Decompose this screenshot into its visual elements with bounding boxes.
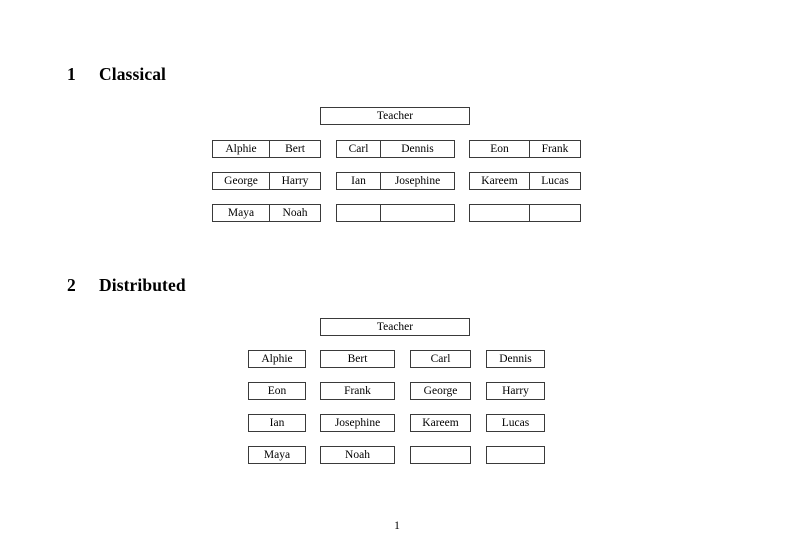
section-heading-distributed: 2 Distributed (67, 275, 186, 296)
name-box: Alphie (248, 350, 306, 368)
name-box: George (410, 382, 471, 400)
name-box: Harry (486, 382, 545, 400)
name-cell: George (212, 172, 269, 190)
name-box: Noah (320, 446, 395, 464)
name-cell: Harry (269, 172, 321, 190)
name-box: Frank (320, 382, 395, 400)
classical-group-2-row-3 (336, 204, 455, 222)
name-box-empty (486, 446, 545, 464)
section-title: Classical (99, 64, 167, 84)
name-cell: Frank (529, 140, 581, 158)
classical-group-2-row-1: Carl Dennis (336, 140, 455, 158)
name-box: Ian (248, 414, 306, 432)
section-number: 1 (67, 64, 76, 84)
name-cell: Kareem (469, 172, 529, 190)
name-cell: Alphie (212, 140, 269, 158)
name-cell: Carl (336, 140, 380, 158)
classical-group-1-row-1: Alphie Bert (212, 140, 321, 158)
name-cell-empty (469, 204, 529, 222)
classical-group-1-row-2: George Harry (212, 172, 321, 190)
name-box: Josephine (320, 414, 395, 432)
name-cell-empty (529, 204, 581, 222)
classical-group-3-row-2: Kareem Lucas (469, 172, 581, 190)
name-cell-empty (380, 204, 455, 222)
section-heading-classical: 1 Classical (67, 64, 166, 85)
name-cell: Bert (269, 140, 321, 158)
name-box-empty (410, 446, 471, 464)
name-box: Carl (410, 350, 471, 368)
name-cell: Lucas (529, 172, 581, 190)
name-cell-empty (336, 204, 380, 222)
teacher-box-classical: Teacher (320, 107, 470, 125)
name-cell: Josephine (380, 172, 455, 190)
classical-group-3-row-1: Eon Frank (469, 140, 581, 158)
classical-group-3-row-3 (469, 204, 581, 222)
name-box: Lucas (486, 414, 545, 432)
name-box: Kareem (410, 414, 471, 432)
section-number: 2 (67, 275, 76, 295)
name-box: Dennis (486, 350, 545, 368)
name-cell: Dennis (380, 140, 455, 158)
classical-group-1-row-3: Maya Noah (212, 204, 321, 222)
name-cell: Maya (212, 204, 269, 222)
name-cell: Eon (469, 140, 529, 158)
name-cell: Ian (336, 172, 380, 190)
name-box: Eon (248, 382, 306, 400)
classical-group-2-row-2: Ian Josephine (336, 172, 455, 190)
section-title: Distributed (99, 275, 186, 295)
teacher-box-distributed: Teacher (320, 318, 470, 336)
name-box: Bert (320, 350, 395, 368)
name-cell: Noah (269, 204, 321, 222)
page-number: 1 (394, 520, 400, 532)
name-box: Maya (248, 446, 306, 464)
